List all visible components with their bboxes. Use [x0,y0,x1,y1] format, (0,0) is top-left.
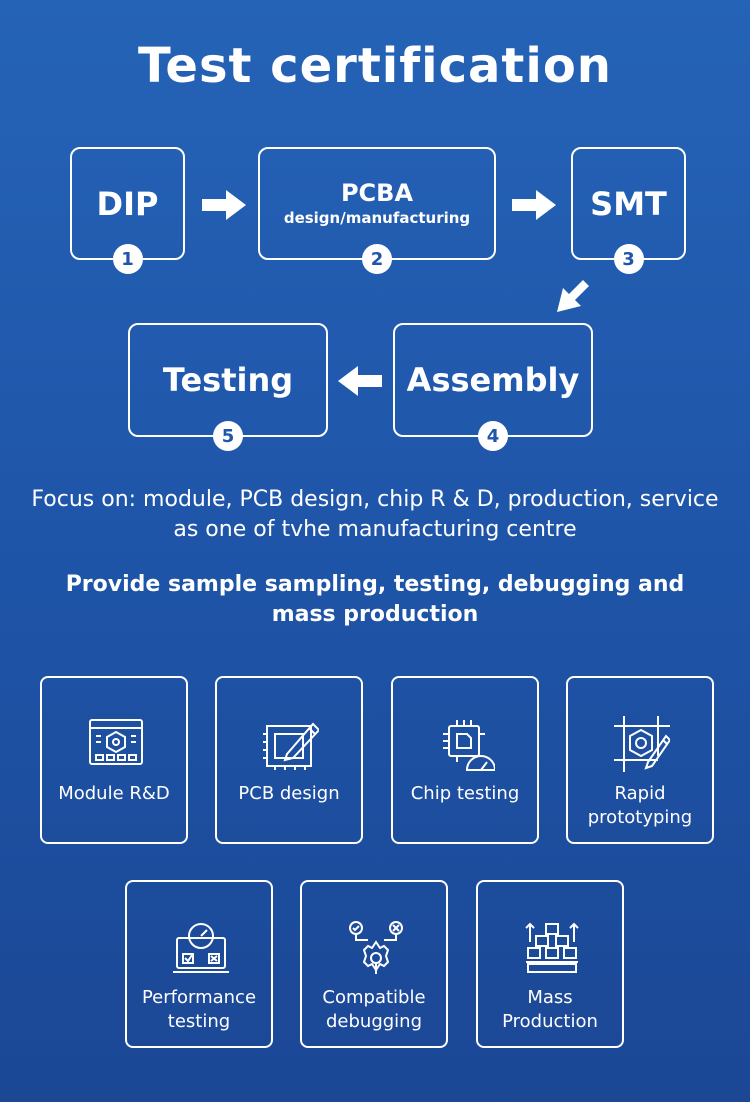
service-label: PCB design [238,783,340,804]
step-label: DIP [96,184,159,223]
service-label: Compatible debugging [322,987,426,1032]
step-label: SMT [590,184,667,223]
module-icon [89,719,143,765]
step-label: Testing [162,361,294,399]
arrow-down-left-icon [557,280,589,312]
service-card-debugging: Compatible debugging [300,880,448,1048]
step-pcba: PCBA design/manufacturing 2 [258,147,496,274]
debugging-icon [349,921,403,974]
step-assembly: Assembly 4 [393,323,593,451]
prototyping-icon [614,716,670,772]
pcb-design-icon [263,722,319,770]
step-label: PCBA [340,178,414,207]
service-label: Performance testing [141,987,257,1032]
step-number-badge: 4 [478,421,508,451]
focus-description: Focus on: module, PCB design, chip R & D… [31,487,719,542]
step-smt: SMT 3 [571,147,686,274]
arrow-right-icon [202,190,246,220]
step-dip: DIP 1 [70,147,185,274]
performance-icon [173,923,229,973]
service-label: Module R&D [58,783,170,804]
step-testing: Testing 5 [128,323,328,451]
step-label: Assembly [406,361,580,399]
page-title: Test certification [138,38,612,94]
service-card-chip: Chip testing [391,676,539,844]
service-card-module: Module R&D [40,676,188,844]
service-label: Chip testing [410,783,520,804]
service-card-mass-production: Mass Production [476,880,624,1048]
service-card-performance: Performance testing [125,880,273,1048]
service-card-prototyping: Rapid prototyping [566,676,714,844]
mass-production-icon [525,922,579,973]
arrow-right-icon [512,190,556,220]
step-number-badge: 1 [112,244,143,274]
service-label: Mass Production [502,987,598,1032]
provide-statement: Provide sample sampling, testing, debugg… [65,572,685,627]
service-label: Rapid prototyping [587,783,693,828]
step-sublabel: design/manufacturing [283,208,471,227]
chip-testing-icon [443,720,495,771]
service-card-pcb: PCB design [215,676,363,844]
step-number-badge: 3 [613,244,644,274]
step-number-badge: 5 [213,421,243,451]
step-number-badge: 2 [362,244,392,274]
arrow-left-icon [338,366,382,396]
